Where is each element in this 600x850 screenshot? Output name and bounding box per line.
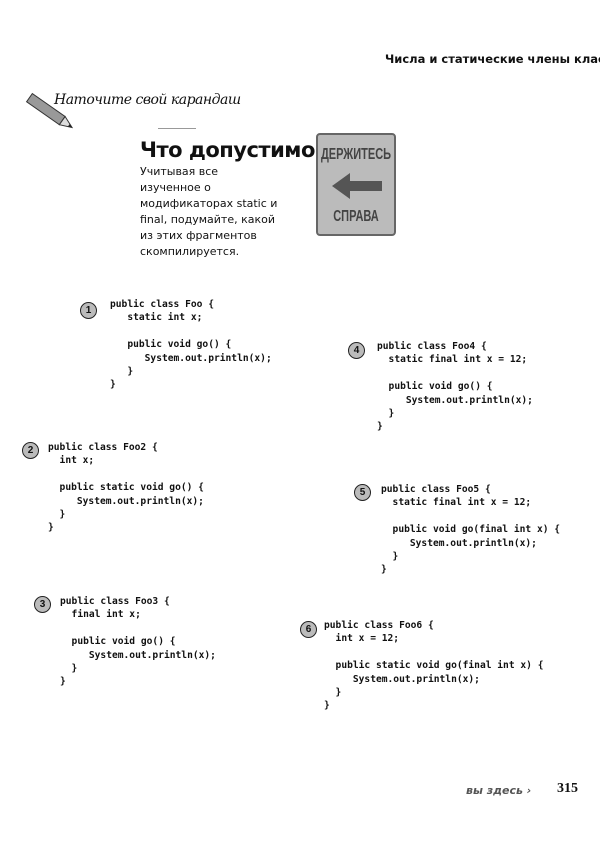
snippet-number: 6: [300, 621, 317, 638]
code-snippet: public class Foo3 { final int x; public …: [60, 596, 216, 688]
code-snippet: public class Foo4 { static final int x =…: [377, 341, 533, 433]
snippet-number: 5: [354, 484, 371, 501]
code-snippet: public class Foo2 { int x; public static…: [48, 442, 204, 534]
page-number: 315: [557, 781, 578, 796]
footer-nav: вы здесь ›: [466, 784, 532, 797]
snippet-number: 4: [348, 342, 365, 359]
sign-top-text: ДЕРЖИТЕСЬ: [320, 146, 392, 164]
divider: [158, 128, 196, 129]
snippet-number: 1: [80, 302, 97, 319]
pencil-icon: [25, 92, 74, 129]
exercise-title: Что допустимо?: [140, 138, 327, 162]
code-snippet: public class Foo6 { int x = 12; public s…: [324, 620, 544, 712]
sign-bottom-text: СПРАВА: [333, 208, 379, 226]
road-sign: ДЕРЖИТЕСЬ СПРАВА: [316, 133, 396, 236]
snippet-number: 2: [22, 442, 39, 459]
exercise-description: Учитывая все изученное о модификаторах s…: [140, 165, 278, 258]
code-snippet: public class Foo { static int x; public …: [110, 299, 272, 391]
code-snippet: public class Foo5 { static final int x =…: [381, 484, 561, 576]
snippet-number: 3: [34, 596, 51, 613]
chapter-header: Числа и статические члены класса: [385, 52, 600, 66]
exercise-label: Наточите свой карандаш: [54, 92, 241, 108]
left-arrow-icon: [332, 173, 382, 199]
